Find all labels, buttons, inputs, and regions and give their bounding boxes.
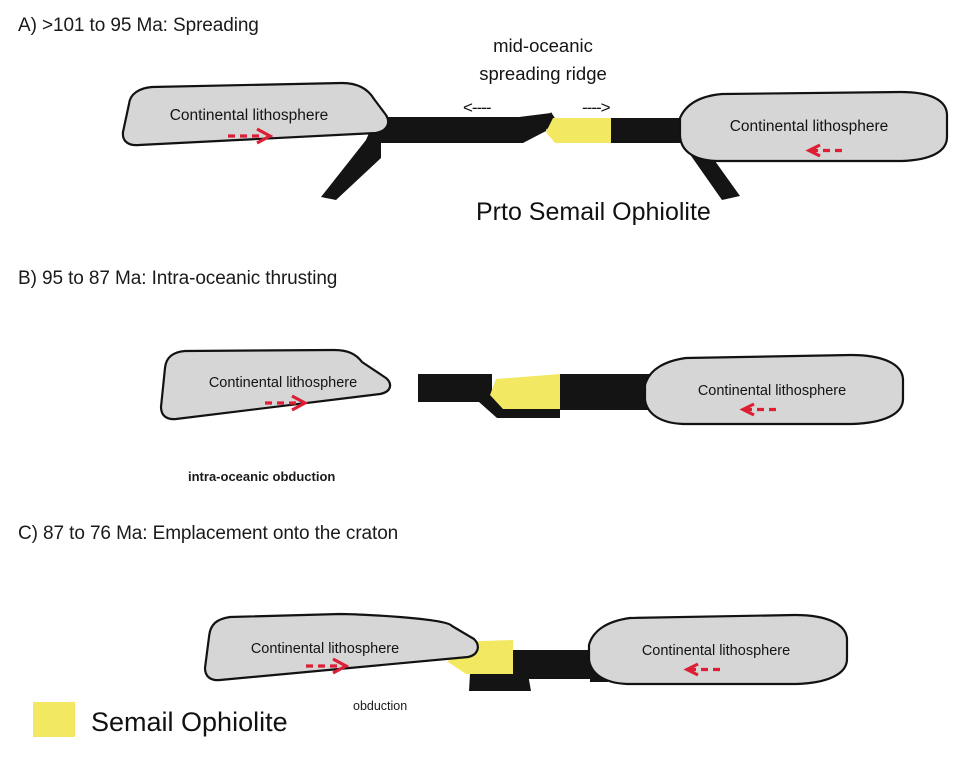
panel-c-ophiolite-sheet: [448, 640, 513, 674]
panel-c-right-motion-arrow: [683, 662, 721, 677]
panel-a-right-motion-arrow: [805, 143, 843, 158]
panel-c-left-motion-arrow: [306, 657, 350, 675]
panel-b-group: Continental lithosphere Continental lith…: [159, 348, 905, 484]
panel-a-left-lithosphere-blob: [121, 81, 390, 147]
panel-a-right-oceanic-crust: [611, 118, 740, 200]
panel-b-right-lithosphere-label: Continental lithosphere: [698, 383, 846, 399]
panel-c-title: C) 87 to 76 Ma: Emplacement onto the cra…: [18, 523, 399, 544]
panel-b-right-lithosphere-blob: [643, 353, 905, 426]
panel-c-right-lithosphere-label: Continental lithosphere: [642, 643, 790, 659]
panel-b-right-motion-arrow: [739, 402, 777, 417]
panel-c-process-caption: obduction: [353, 699, 407, 713]
panel-b-left-lithosphere-label: Continental lithosphere: [209, 375, 357, 391]
panel-c-right-oceanic-crust: [590, 650, 608, 682]
panel-a-spread-arrow-left: <----: [463, 98, 491, 117]
panel-a-ophiolite-wedge: [546, 118, 611, 143]
panel-c-left-lithosphere-label: Continental lithosphere: [251, 641, 399, 657]
panel-b-process-caption: intra-oceanic obduction: [188, 469, 335, 484]
legend-ophiolite-label: Semail Ophiolite: [91, 707, 288, 737]
panel-a-group: Continental lithosphere Continental lith…: [121, 35, 949, 226]
panel-a-title: A) >101 to 95 Ma: Spreading: [18, 15, 259, 36]
panel-c-oceanic-crust: [513, 650, 600, 679]
panel-b-left-lithosphere-blob: [159, 348, 392, 421]
panel-a-right-lithosphere-blob: [678, 90, 949, 163]
panel-a-ophiolite-caption: Prto Semail Ophiolite: [476, 198, 711, 226]
panel-a-ridge-label-line1: mid-oceanic: [493, 35, 593, 56]
panel-b-left-motion-arrow: [265, 394, 309, 412]
panel-b-oceanic-crust: [418, 374, 560, 418]
panel-c-group: Continental lithosphere Continental lith…: [203, 612, 849, 713]
panel-b-ophiolite-nappe: [490, 374, 560, 409]
panel-a-left-lithosphere-label: Continental lithosphere: [170, 107, 329, 124]
legend-ophiolite-swatch: [33, 702, 75, 737]
panel-a-left-oceanic-crust: [366, 113, 551, 158]
panel-b-title: B) 95 to 87 Ma: Intra-oceanic thrusting: [18, 268, 338, 289]
panel-a-ridge-crest: [542, 112, 560, 130]
legend-group: Semail Ophiolite: [33, 702, 288, 737]
panel-c-right-lithosphere-blob: [587, 613, 849, 686]
panel-c-left-lithosphere-blob: [203, 612, 479, 682]
panel-a-left-subducting-slab: [321, 118, 381, 200]
panel-a-spread-arrow-right: ---->: [582, 98, 611, 117]
panel-a-ridge-label-line2: spreading ridge: [479, 63, 607, 84]
panel-c-thrust-tongue: [469, 674, 531, 691]
panel-a-right-lithosphere-label: Continental lithosphere: [730, 118, 889, 135]
panel-b-right-oceanic-crust: [560, 374, 686, 410]
panel-a-left-motion-arrow: [228, 127, 274, 145]
